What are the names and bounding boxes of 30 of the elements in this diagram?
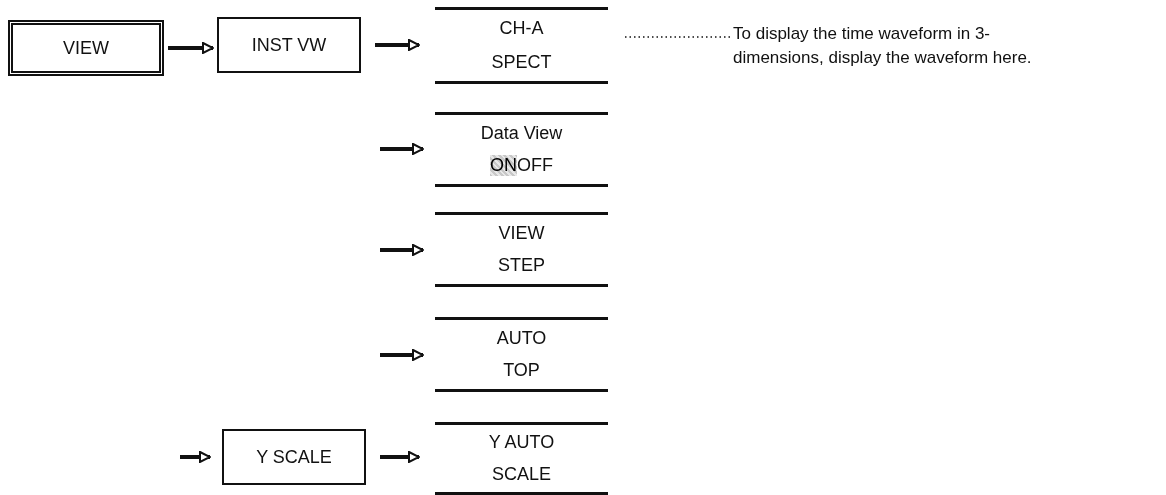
softkey-text: Y AUTO — [488, 432, 555, 454]
option-text: OFF — [517, 155, 553, 177]
key-label: Y SCALE — [256, 446, 332, 468]
softkey-text: VIEW — [498, 222, 545, 244]
arrow — [380, 143, 424, 155]
softkey-text: STEP — [498, 255, 545, 277]
softkey-label — [435, 212, 608, 287]
softkey-label — [435, 317, 608, 392]
softkey-label — [435, 422, 608, 495]
arrow — [380, 244, 424, 256]
note-text: To display the time waveform in 3-dimensions, display the waveform here. — [733, 23, 1033, 69]
softkey-text: CH-A — [499, 18, 544, 40]
arrow — [180, 451, 211, 463]
softkey-text: SPECT — [491, 51, 552, 73]
menu-key-box — [8, 20, 164, 76]
arrow — [380, 451, 420, 463]
selected-option: ON — [490, 155, 517, 177]
menu-key-box — [217, 17, 361, 73]
key-label: INST VW — [251, 34, 327, 56]
softkey-title: Data View — [480, 122, 563, 144]
softkey-label — [435, 7, 608, 84]
softkey-text: TOP — [503, 360, 540, 382]
softkey-text: AUTO — [496, 327, 547, 349]
menu-key-box — [222, 429, 366, 485]
key-label: VIEW — [63, 37, 109, 59]
arrow — [168, 42, 214, 54]
arrow — [375, 39, 420, 51]
arrow — [380, 349, 424, 361]
softkey-label — [435, 112, 608, 187]
softkey-text: SCALE — [492, 463, 551, 485]
